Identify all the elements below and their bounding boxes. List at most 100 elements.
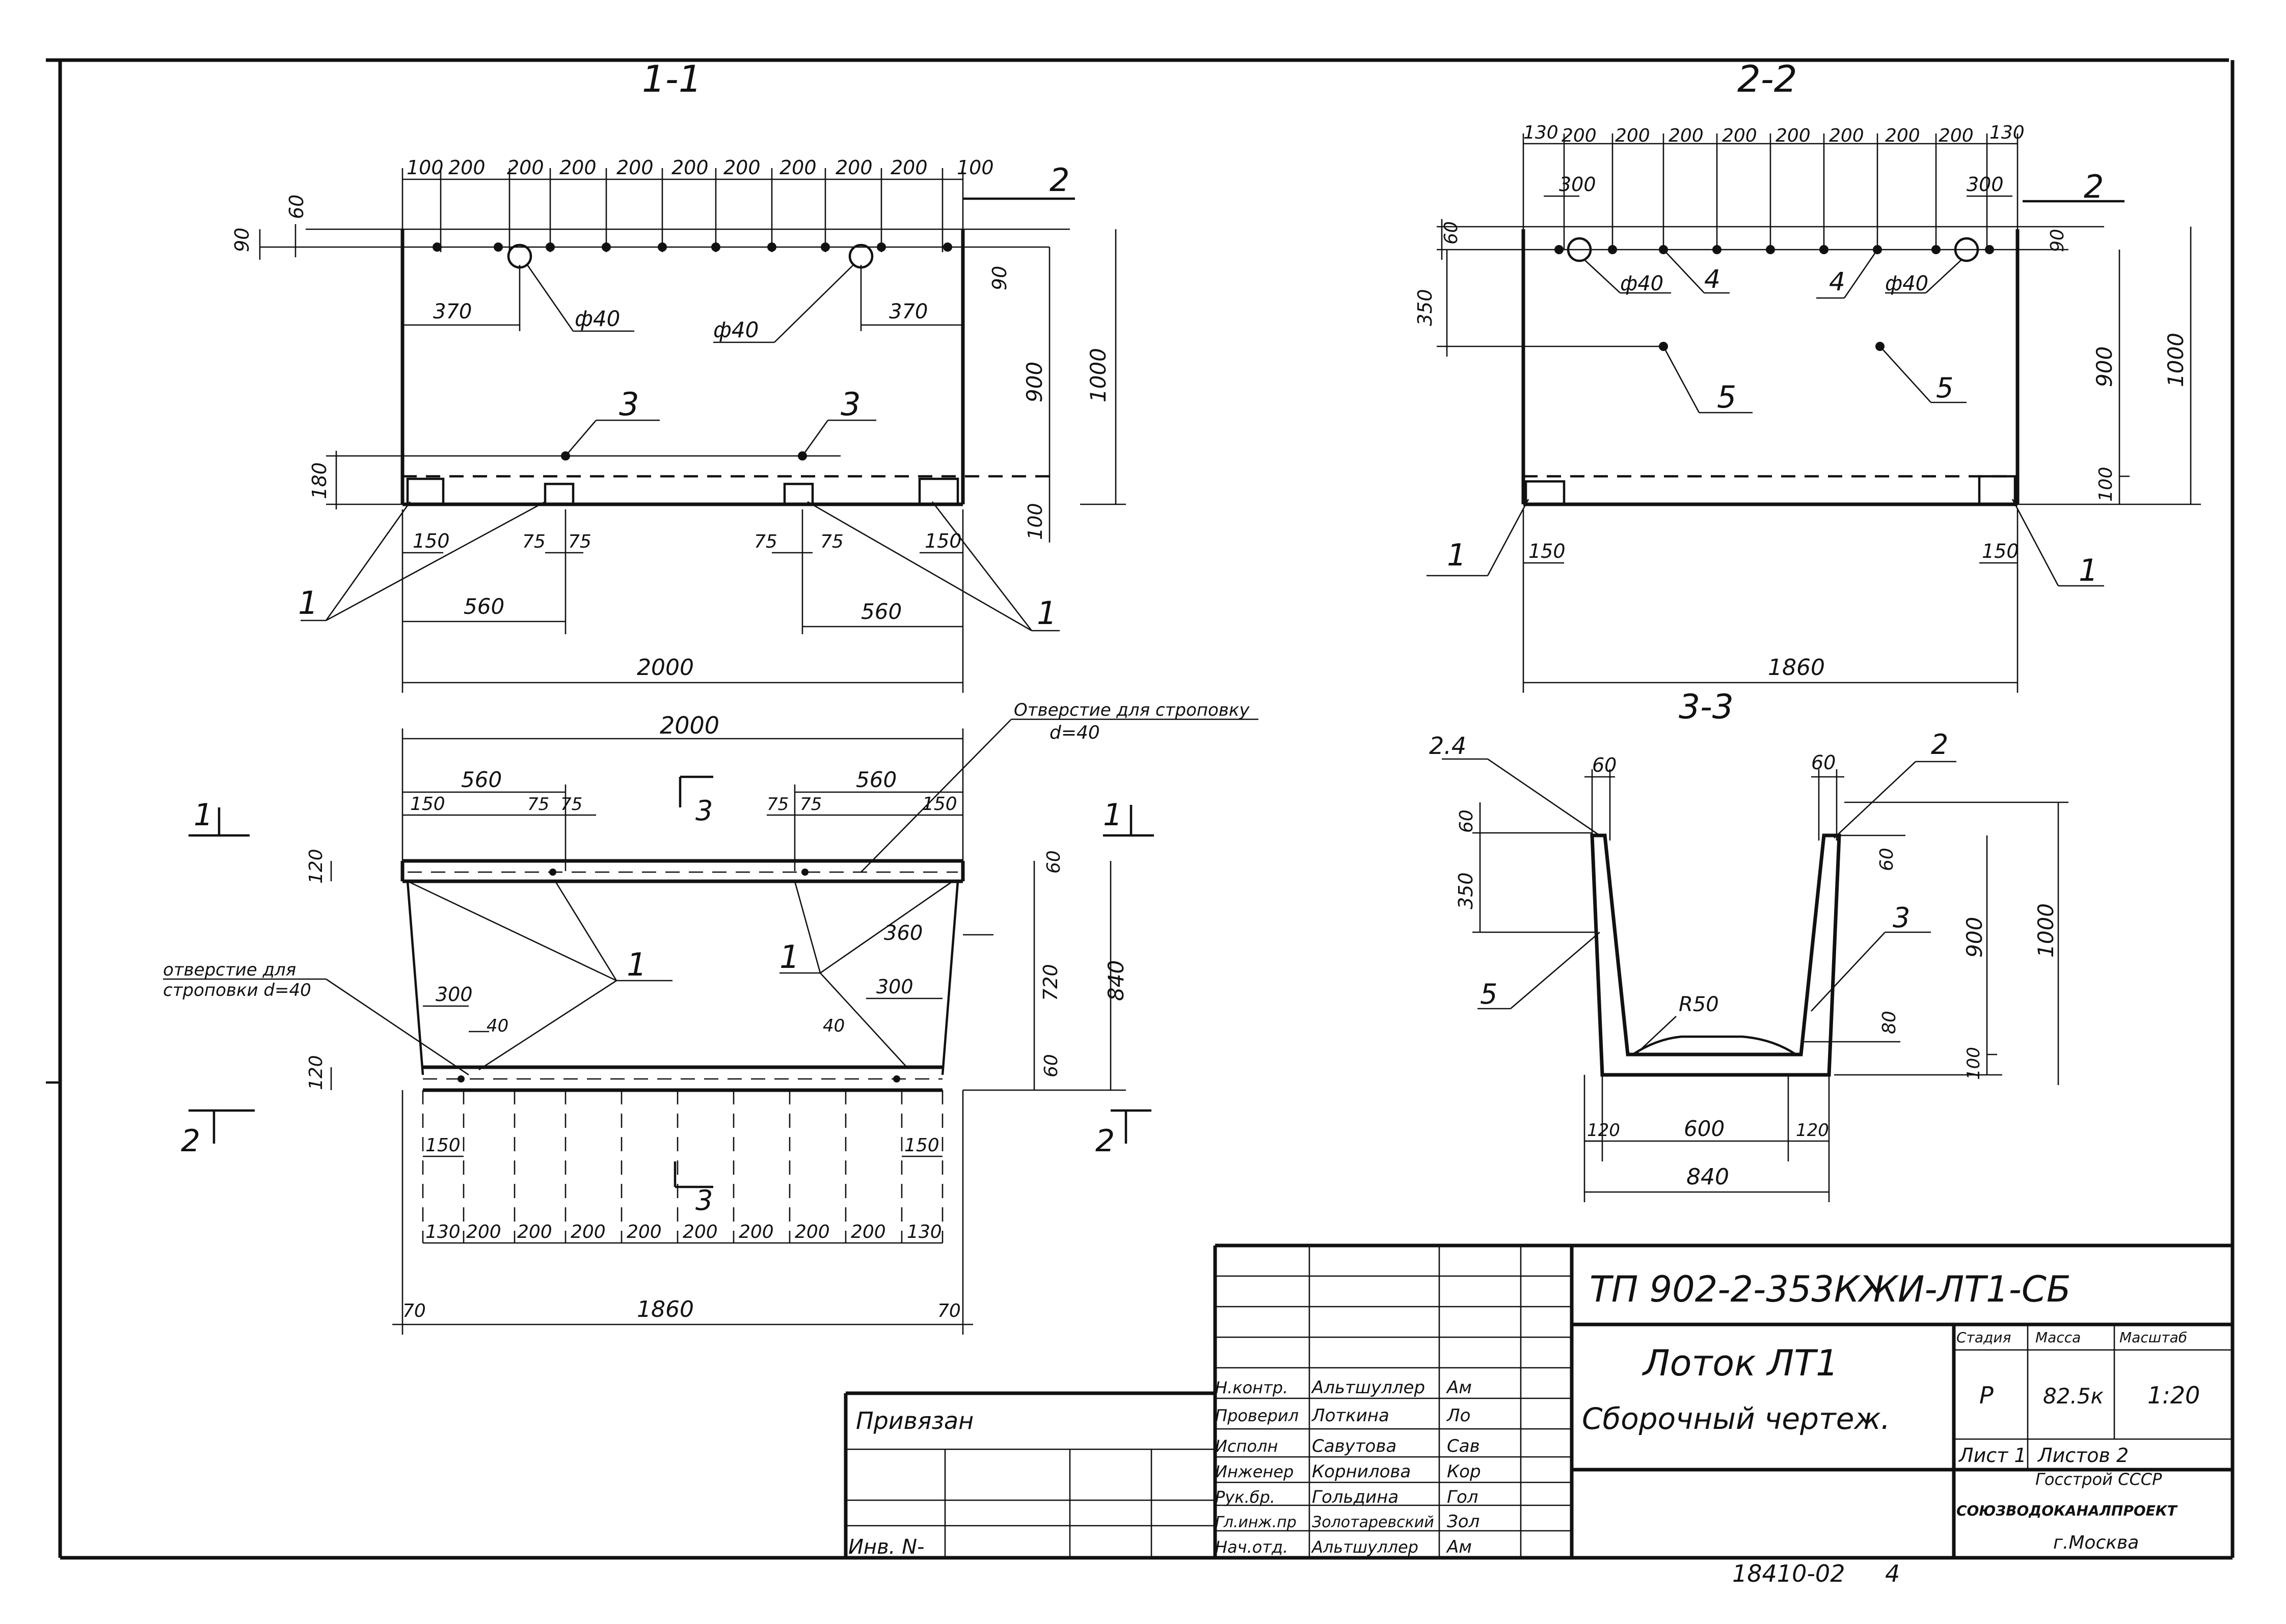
plan-section-3-bottom: 3 (695, 1184, 713, 1216)
s22-dim-350: 350 (1414, 289, 1436, 326)
role-label: Исполн (1215, 1437, 1278, 1456)
s11-top-dim: 200 (836, 156, 873, 179)
role-name: Савутова (1312, 1436, 1396, 1456)
s22-top-dim: 130 (1523, 122, 1558, 143)
plan-callout-1a: 1 (627, 946, 647, 983)
s11-dim-90a: 90 (231, 228, 253, 252)
s22-dim-1860: 1860 (1768, 655, 1825, 681)
s11-top-dim: 200 (448, 156, 486, 179)
plan-sling-note-left-2: строповки d=40 (163, 980, 311, 1000)
role-signature: Гол (1447, 1487, 1478, 1507)
drawing-type: Сборочный чертеж. (1582, 1401, 1890, 1436)
role-label: Гл.инж.пр (1215, 1513, 1297, 1531)
s22-dim-60: 60 (1441, 221, 1462, 245)
s22-callout-4b: 4 (1829, 267, 1845, 296)
product-name: Лоток ЛТ1 (1642, 1342, 1839, 1384)
plan-dim-300a: 300 (436, 983, 473, 1006)
sheet-label: Лист 1 (1958, 1444, 2027, 1467)
s11-legs (406, 477, 959, 506)
plan-dim-840: 840 (1104, 960, 1128, 1001)
role-signature: Кор (1447, 1461, 1481, 1482)
plan-section-2-right: 2 (1095, 1123, 1115, 1159)
s22-callout-5b: 5 (1936, 372, 1953, 404)
role-signature: Ло (1446, 1405, 1470, 1426)
plan-dim-70a: 70 (402, 1301, 426, 1321)
s22-top-dim: 200 (1615, 125, 1650, 146)
s11-dim-560b: 560 (861, 599, 902, 624)
s11-dim-150a: 150 (413, 530, 450, 552)
s22-top-dim: 200 (1669, 125, 1704, 146)
inv-label: Инв. N- (848, 1535, 924, 1559)
plan-dim-60b: 60 (1041, 1054, 1062, 1077)
role-label: Проверил (1215, 1406, 1299, 1425)
plan-callout-1b: 1 (779, 938, 799, 976)
section-1-1: 1-1 100 200 200 200 200 200 200 200 200 … (231, 58, 1126, 693)
s33-callout-5: 5 (1480, 978, 1497, 1010)
role-name: Корнилова (1312, 1461, 1411, 1482)
s22-top-dim: 200 (1722, 125, 1757, 146)
role-name: Гольдина (1312, 1487, 1399, 1507)
section-3-3: 3-3 60 60 60 350 60 900 1000 100 80 R50 (1429, 687, 2068, 1202)
plan-dim-2000: 2000 (660, 712, 719, 739)
s22-top-dim: 200 (1776, 125, 1811, 146)
privyazan-label: Привязан (856, 1407, 974, 1434)
plan-sling-note-left-1: отверстие для (163, 960, 296, 980)
plan-bottom-dim: 130 (425, 1222, 461, 1242)
s11-dim-370a: 370 (433, 300, 472, 323)
s11-hole-row (433, 242, 952, 269)
role-signature: Сав (1447, 1436, 1480, 1456)
plan-dim-40a: 40 (487, 1016, 508, 1036)
s22-dim-100: 100 (2095, 467, 2116, 502)
plan-dim-560b: 560 (856, 767, 897, 792)
plan-dim-120b: 120 (306, 1055, 327, 1090)
s22-callout-1a: 1 (1447, 537, 1466, 573)
section-2-2: 2-2 130 200 200 200 200 200 200 200 200 … (1414, 58, 2201, 693)
s22-callout-5a: 5 (1717, 380, 1736, 415)
plan-bottom-dim: 200 (627, 1222, 662, 1242)
s11-dim-75: 75 (820, 531, 844, 552)
role-signature: Ам (1446, 1537, 1472, 1557)
s33-dim-900: 900 (1962, 917, 1987, 958)
plan-dim-70b: 70 (937, 1301, 961, 1321)
doc-code: ТП 902-2-353КЖИ-ЛТ1-СБ (1590, 1268, 2071, 1310)
s11-top-dim: 200 (507, 156, 544, 179)
plan-section-1-right: 1 (1103, 797, 1122, 833)
s33-dim-60a: 60 (1592, 754, 1617, 776)
s22-top-dim: 200 (1562, 125, 1597, 146)
plan-dim-1860: 1860 (637, 1296, 694, 1322)
s11-dim-60: 60 (285, 195, 308, 219)
plan-bottom-dim: 200 (795, 1222, 830, 1242)
s11-callout-3b: 3 (841, 386, 860, 423)
s22-dim-900: 900 (2092, 346, 2117, 387)
s33-callout-2: 2 (1931, 728, 1948, 761)
s33-dim-600: 600 (1684, 1116, 1725, 1141)
plan-bottom-ticks (422, 1090, 944, 1243)
s22-top-dim: 200 (1829, 125, 1864, 146)
role-name: Лоткина (1311, 1405, 1389, 1426)
plan-section-1-left: 1 (194, 797, 213, 833)
plan-view: 2000 560 560 150 75 75 75 75 150 3 3 1 1… (163, 700, 1258, 1335)
s33-dim-120b: 120 (1796, 1120, 1829, 1141)
s33-dim-840: 840 (1686, 1164, 1729, 1190)
s11-top-dim: 200 (559, 156, 597, 179)
s11-dim-180: 180 (308, 462, 331, 499)
s11-callout-1a: 1 (298, 584, 318, 621)
s22-callout-4a: 4 (1704, 264, 1720, 294)
role-label: Инженер (1215, 1462, 1294, 1481)
s33-callout-2-4: 2.4 (1429, 732, 1466, 760)
footer-sheet: 4 (1885, 1560, 1900, 1587)
s11-top-dim: 100 (957, 156, 994, 179)
s33-dim-120a: 120 (1587, 1120, 1620, 1141)
plan-bottom-dim: 200 (571, 1222, 606, 1242)
s11-dim-1000: 1000 (1086, 348, 1111, 402)
s22-top-dim-ticks (1522, 133, 2019, 250)
s11-top-dim: 200 (779, 156, 817, 179)
plan-dim-720: 720 (1039, 964, 1062, 1001)
sheet-frame (46, 58, 2235, 1560)
s11-dim-150b: 150 (925, 530, 962, 552)
org-line-1: Госстрой СССР (2035, 1470, 2162, 1489)
plan-dim-300b: 300 (876, 976, 913, 998)
plan-sling-note-top-1: Отверстие для строповку (1014, 700, 1250, 720)
s22-callout-2: 2 (2084, 168, 2104, 205)
